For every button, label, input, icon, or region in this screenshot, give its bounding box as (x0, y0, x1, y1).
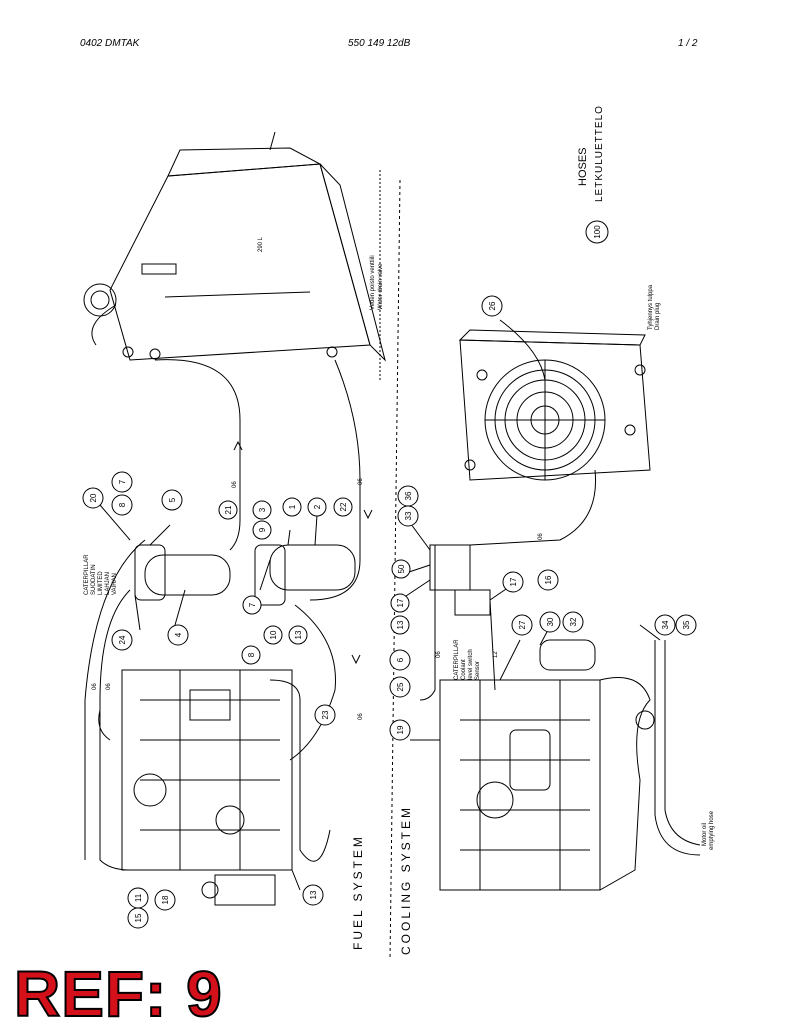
callout-number: 3 (258, 507, 267, 512)
hose-size-label: 06 (92, 683, 98, 690)
fuel-tank-drawing (83, 131, 386, 362)
motor-oil-hose-label: emptying hose (709, 810, 715, 850)
callout-number: 26 (488, 301, 497, 310)
callout-number: 17 (396, 598, 405, 607)
callout-number: 19 (396, 725, 405, 734)
note-line: LIMITED (98, 571, 104, 595)
cooling-system-label: COOLING SYSTEM (399, 805, 413, 955)
note-line: Sensor (475, 661, 481, 680)
callout-number: 4 (174, 632, 183, 637)
callout-number: 32 (569, 617, 578, 626)
motor-oil-label: Motor oil (702, 823, 708, 846)
engine-fuel-side-drawing (98, 669, 331, 906)
callout-number: 17 (509, 577, 518, 586)
callout-number: 7 (118, 479, 127, 484)
callout-number: 11 (134, 893, 143, 902)
note-line: VAIHAN (112, 573, 118, 595)
callout-number: 15 (134, 913, 143, 922)
callout-number: 18 (161, 895, 170, 904)
drawing-number: 550 149 12dB (348, 38, 411, 49)
note-line: level switch (468, 649, 474, 680)
fuel-system-label: FUEL SYSTEM (351, 834, 365, 950)
callout-number: 8 (247, 652, 256, 657)
drain-plug-fi: Tyhjennys tulppa (648, 284, 654, 330)
callout-number: 13 (294, 630, 303, 639)
callout-number: 24 (118, 635, 127, 644)
note-line: LAHJAN (105, 572, 111, 595)
reference-label: REF: 9 (13, 958, 223, 1030)
callout-number: 34 (661, 620, 670, 629)
water-drain-fi: Veden poisto venttiili (370, 255, 376, 310)
doc-code: 0402 DMTAK (80, 38, 140, 49)
water-drain-en: Water drain valve (378, 263, 384, 310)
callout-number: 2 (313, 504, 322, 509)
callout-number: 20 (89, 493, 98, 502)
radiator-drawing (458, 329, 651, 481)
callout-number: 33 (404, 511, 413, 520)
hose-size-label: 12 (493, 651, 499, 658)
note-line: CATERPILLAR (454, 639, 460, 680)
callout-number: 22 (339, 502, 348, 511)
callout-number: 13 (309, 890, 318, 899)
hose-size-label: 06 (232, 481, 238, 488)
note-line: CATERPILLAR (84, 554, 90, 595)
note-line: SUODATIN (91, 564, 97, 595)
note-line: Coolant (461, 659, 467, 680)
drain-plug-en: Drain plug (655, 303, 661, 330)
hoses-subtitle: LETKULUETTELO (594, 105, 605, 202)
callout-number: 1 (288, 504, 297, 509)
fuel-filter-drawing (134, 544, 356, 606)
callout-number: 16 (544, 575, 553, 584)
callout-number: 27 (518, 620, 527, 629)
engine-cooling-side-drawing (410, 639, 655, 891)
hose-size-label: 06 (538, 533, 544, 540)
callout-number: 23 (321, 710, 330, 719)
callout-number: 50 (397, 564, 406, 573)
callout-number: 30 (546, 617, 555, 626)
callout-number: 36 (404, 491, 413, 500)
tank-volume-label: 290 L (258, 236, 264, 252)
callout-number: 6 (396, 657, 405, 662)
callout-number: 21 (224, 505, 233, 514)
callout-number: 35 (682, 620, 691, 629)
callout-number: 9 (258, 527, 267, 532)
hoses-title: HOSES (577, 147, 589, 186)
hose-size-label: 06 (436, 651, 442, 658)
callout-number: 25 (396, 682, 405, 691)
page-number: 1 / 2 (678, 38, 698, 49)
callout-number: 100 (593, 225, 602, 239)
hose-size-label: 06 (358, 713, 364, 720)
hose-size-label: 06 (358, 478, 364, 485)
callout-number: 13 (396, 620, 405, 629)
callout-number: 5 (168, 497, 177, 502)
callout-number: 8 (118, 502, 127, 507)
callout-number: 7 (248, 602, 257, 607)
hose-size-label: 06 (106, 683, 112, 690)
callout-number: 10 (269, 630, 278, 639)
expansion-tank-drawing (429, 544, 491, 616)
